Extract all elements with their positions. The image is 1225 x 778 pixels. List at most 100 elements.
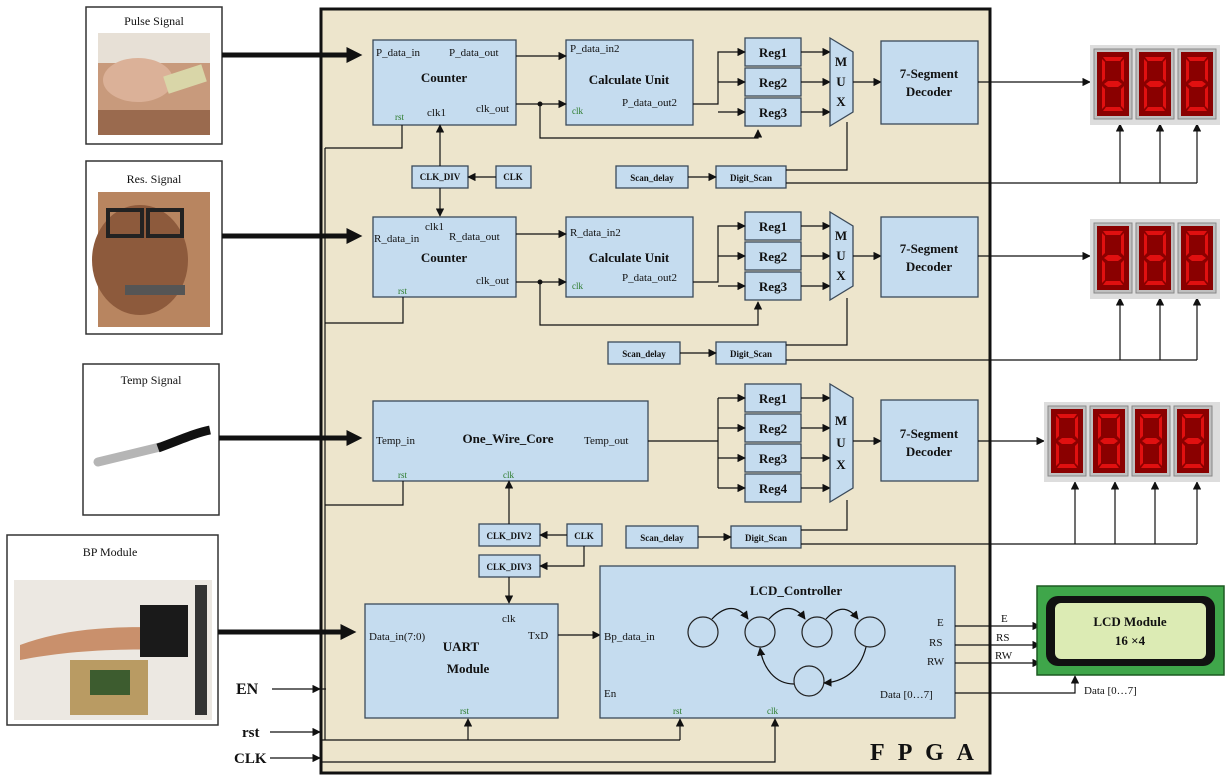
reg1-label: Reg1 bbox=[759, 45, 787, 60]
seven-seg-display-pulse bbox=[1090, 45, 1220, 125]
pin-data-in: Data_in(7:0) bbox=[369, 631, 426, 643]
pin-p-data-in2: P_data_in2 bbox=[570, 43, 620, 55]
counter-block-res bbox=[372, 216, 517, 298]
clk-source-label-2: CLK bbox=[574, 531, 594, 541]
pin-clk-out: clk_out bbox=[476, 103, 509, 115]
reg2-temp bbox=[744, 413, 802, 443]
mux-res-m: M bbox=[835, 228, 847, 243]
pin-p-data-out2-res: P_data_out2 bbox=[622, 272, 677, 284]
pin-temp-in: Temp_in bbox=[376, 435, 415, 447]
reg4-label-temp: Reg4 bbox=[759, 481, 788, 496]
pin-data-bus: Data [0…7] bbox=[880, 689, 933, 701]
uart-label-2: Module bbox=[447, 661, 490, 676]
temp-sensor-panel: Temp Signal bbox=[82, 363, 220, 516]
clk-source-label-1: CLK bbox=[503, 172, 523, 182]
lcd-controller-label: LCD_Controller bbox=[750, 583, 842, 598]
pin-clk-res: clk bbox=[572, 281, 583, 291]
reg3-label-temp: Reg3 bbox=[759, 451, 788, 466]
digit-scan-label-1: Digit_Scan bbox=[730, 173, 772, 183]
bp-module-label: BP Module bbox=[83, 545, 138, 559]
counter-label-pulse: Counter bbox=[421, 70, 467, 85]
digit-scan-label-3: Digit_Scan bbox=[745, 533, 787, 543]
lcd-controller-block bbox=[599, 565, 956, 719]
seg-decoder-pulse bbox=[880, 40, 979, 125]
state-machine bbox=[687, 607, 886, 697]
bp-sensor-panel: BP Module bbox=[6, 534, 219, 726]
seg-decoder-temp bbox=[880, 399, 979, 482]
reg1-label-res: Reg1 bbox=[759, 219, 787, 234]
reg3-temp bbox=[744, 443, 802, 473]
seven-seg-display-res bbox=[1090, 219, 1220, 299]
counter-label-res: Counter bbox=[421, 250, 467, 265]
pin-txd: TxD bbox=[528, 630, 548, 642]
decoder-res-label-1: 7-Segment bbox=[900, 241, 959, 256]
pin-r-data-in: R_data_in bbox=[374, 233, 420, 245]
lcd-wire-e: E bbox=[1001, 613, 1008, 625]
calculate-unit-pulse bbox=[565, 39, 694, 126]
lcd-wire-rw: RW bbox=[995, 650, 1013, 662]
pulse-signal-label: Pulse Signal bbox=[124, 14, 184, 28]
seg-decoder-res bbox=[880, 216, 979, 298]
pin-r-data-in2: R_data_in2 bbox=[570, 227, 621, 239]
pulse-sensor-panel: Pulse Signal bbox=[85, 6, 223, 145]
pin-rst: rst bbox=[395, 112, 404, 122]
pin-rst-res: rst bbox=[398, 286, 407, 296]
reg3-label-res: Reg3 bbox=[759, 279, 788, 294]
mux-res-x: X bbox=[836, 268, 846, 283]
fpga-label: F P G A bbox=[870, 740, 978, 766]
reg1-label-temp: Reg1 bbox=[759, 391, 787, 406]
reg3-label: Reg3 bbox=[759, 105, 788, 120]
clk-div2-label: CLK_DIV2 bbox=[486, 531, 532, 541]
mux-label-m: M bbox=[835, 54, 847, 69]
pin-clk-temp: clk bbox=[503, 470, 514, 480]
pin-p-data-in: P_data_in bbox=[376, 47, 420, 59]
pin-r-data-out: R_data_out bbox=[449, 231, 500, 243]
seven-seg-display-temp bbox=[1044, 402, 1220, 482]
lcd-module-line1: LCD Module bbox=[1093, 614, 1167, 629]
mux-temp bbox=[829, 382, 854, 504]
decoder-temp-label-1: 7-Segment bbox=[900, 426, 959, 441]
mux-temp-u: U bbox=[836, 435, 846, 450]
counter-block-pulse bbox=[372, 39, 517, 126]
calculate-unit-res bbox=[565, 216, 694, 298]
pin-clk-uart: clk bbox=[502, 613, 516, 625]
pin-en: En bbox=[604, 688, 617, 700]
mux-res-u: U bbox=[836, 248, 846, 263]
lcd-module: LCD Module 16 ×4 bbox=[1036, 585, 1225, 676]
mux-label-u: U bbox=[836, 74, 846, 89]
pin-bp-data-in: Bp_data_in bbox=[604, 631, 655, 643]
res-sensor-panel: Res. Signal bbox=[85, 160, 223, 335]
mux-temp-x: X bbox=[836, 457, 846, 472]
pin-rst-temp: rst bbox=[398, 470, 407, 480]
calc-label-res: Calculate Unit bbox=[589, 250, 670, 265]
pin-rw: RW bbox=[927, 656, 945, 668]
reg2-res bbox=[744, 241, 802, 271]
decoder-label-1: 7-Segment bbox=[900, 66, 959, 81]
scan-delay-label-1: Scan_delay bbox=[630, 173, 674, 183]
pin-p-data-out2: P_data_out2 bbox=[622, 97, 677, 109]
reg2-label-temp: Reg2 bbox=[759, 421, 787, 436]
pin-temp-out: Temp_out bbox=[584, 435, 628, 447]
pin-clk1-res: clk1 bbox=[425, 221, 444, 233]
decoder-temp-label-2: Decoder bbox=[906, 444, 952, 459]
clk-input-label: CLK bbox=[234, 751, 267, 767]
decoder-label-2: Decoder bbox=[906, 84, 952, 99]
en-input-label: EN bbox=[236, 681, 259, 698]
mux-pulse bbox=[829, 36, 854, 128]
mux-temp-m: M bbox=[835, 413, 847, 428]
temp-signal-label: Temp Signal bbox=[121, 373, 182, 387]
mux-label-x: X bbox=[836, 94, 846, 109]
decoder-res-label-2: Decoder bbox=[906, 259, 952, 274]
pin-rs: RS bbox=[929, 637, 942, 649]
digit-scan-label-2: Digit_Scan bbox=[730, 349, 772, 359]
pin-rst-lcd: rst bbox=[673, 706, 682, 716]
pin-p-data-out: P_data_out bbox=[449, 47, 499, 59]
rst-input-label: rst bbox=[242, 725, 260, 741]
clk-div3-label: CLK_DIV3 bbox=[486, 562, 532, 572]
reg1-temp bbox=[744, 383, 802, 413]
reg1-pulse bbox=[744, 37, 802, 67]
reg2-label: Reg2 bbox=[759, 75, 787, 90]
reg2-label-res: Reg2 bbox=[759, 249, 787, 264]
lcd-wire-rs: RS bbox=[996, 632, 1009, 644]
